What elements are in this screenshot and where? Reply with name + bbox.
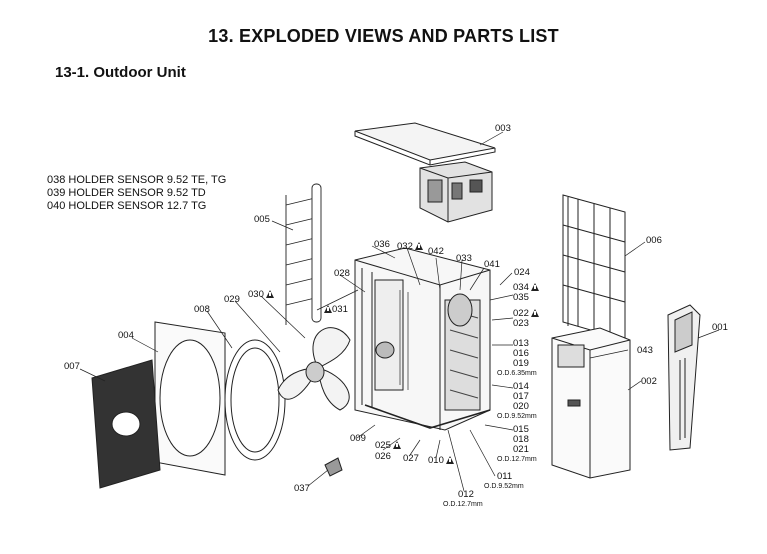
- od-label-127-b: O.D.12.7mm: [443, 501, 483, 508]
- part-label-019: 019: [513, 358, 529, 369]
- part-label-034: 034: [513, 283, 539, 293]
- front-grille-panel-004: [154, 321, 226, 476]
- part-label-041: 041: [484, 259, 500, 270]
- side-guard-006: [562, 194, 626, 341]
- part-label-005: 005: [254, 214, 270, 225]
- warning-icon: [530, 283, 539, 291]
- part-label-036: 036: [374, 239, 390, 250]
- part-label-031-text: 031: [332, 304, 348, 315]
- warning-icon: [265, 290, 274, 298]
- part-label-011: 011: [497, 471, 513, 482]
- leader-lines: [79, 131, 720, 492]
- od-label-952-b: O.D.9.52mm: [484, 483, 524, 490]
- warning-icon: [530, 309, 539, 317]
- part-label-025-text: 025: [375, 440, 391, 451]
- part-label-029: 029: [224, 294, 240, 305]
- part-label-016: 016: [513, 348, 529, 359]
- part-label-030: 030: [248, 290, 274, 300]
- od-label-127-a: O.D.12.7mm: [497, 456, 537, 463]
- part-label-004: 004: [118, 330, 134, 341]
- part-label-031: 031: [322, 305, 348, 315]
- warning-icon: [392, 441, 401, 449]
- part-label-033: 033: [456, 253, 472, 264]
- part-label-032: 032: [397, 242, 423, 252]
- part-label-006: 006: [646, 235, 662, 246]
- control-box: [419, 161, 493, 223]
- part-label-023: 023: [513, 318, 529, 329]
- part-label-017: 017: [513, 391, 529, 402]
- front-panel-002: [551, 327, 631, 479]
- fan-ring-008: [224, 339, 286, 461]
- part-label-015: 015: [513, 424, 529, 435]
- part-label-035: 035: [513, 292, 529, 303]
- sensor-note-040: 040 HOLDER SENSOR 12.7 TG: [47, 200, 207, 212]
- part-label-028: 028: [334, 268, 350, 279]
- chassis: [354, 247, 491, 431]
- part-label-021: 021: [513, 444, 529, 455]
- part-label-022: 022: [513, 309, 539, 319]
- grille-007: [91, 359, 161, 489]
- part-label-027: 027: [403, 453, 419, 464]
- warning-icon: [414, 242, 423, 250]
- part-label-024: 024: [514, 267, 530, 278]
- part-label-032-text: 032: [397, 241, 413, 252]
- part-label-026: 026: [375, 451, 391, 462]
- page-title: 13. EXPLODED VIEWS AND PARTS LIST: [208, 26, 559, 46]
- part-label-010: 010: [428, 456, 454, 466]
- sensor-note-038: 038 HOLDER SENSOR 9.52 TE, TG: [47, 174, 227, 186]
- part-label-001: 001: [712, 322, 728, 333]
- od-label-635: O.D.6.35mm: [497, 370, 537, 377]
- part-label-003: 003: [495, 123, 511, 134]
- warning-icon: [324, 305, 332, 313]
- part-label-043: 043: [637, 345, 653, 356]
- warning-icon: [445, 456, 454, 464]
- top-cover-003: [354, 122, 496, 166]
- rear-guard-005: [285, 183, 322, 325]
- part-label-002: 002: [641, 376, 657, 387]
- part-label-037: 037: [294, 483, 310, 494]
- section-title: 13-1. Outdoor Unit: [55, 64, 186, 81]
- part-label-018: 018: [513, 434, 529, 445]
- part-label-012: 012: [458, 489, 474, 500]
- side-cover-001: [667, 304, 701, 451]
- part-label-008: 008: [194, 304, 210, 315]
- part-label-042: 042: [428, 246, 444, 257]
- part-label-010-text: 010: [428, 455, 444, 466]
- part-label-034-text: 034: [513, 282, 529, 293]
- part-label-020: 020: [513, 401, 529, 412]
- part-label-007: 007: [64, 361, 80, 372]
- od-label-952-a: O.D.9.52mm: [497, 413, 537, 420]
- sensor-note-039: 039 HOLDER SENSOR 9.52 TD: [47, 187, 206, 199]
- fan-030: [277, 327, 351, 411]
- part-label-030-text: 030: [248, 289, 264, 300]
- part-label-014: 014: [513, 381, 529, 392]
- part-037: [324, 457, 343, 477]
- part-label-025: 025: [375, 441, 401, 451]
- part-label-009: 009: [350, 433, 366, 444]
- part-label-022-text: 022: [513, 308, 529, 319]
- part-label-013: 013: [513, 338, 529, 349]
